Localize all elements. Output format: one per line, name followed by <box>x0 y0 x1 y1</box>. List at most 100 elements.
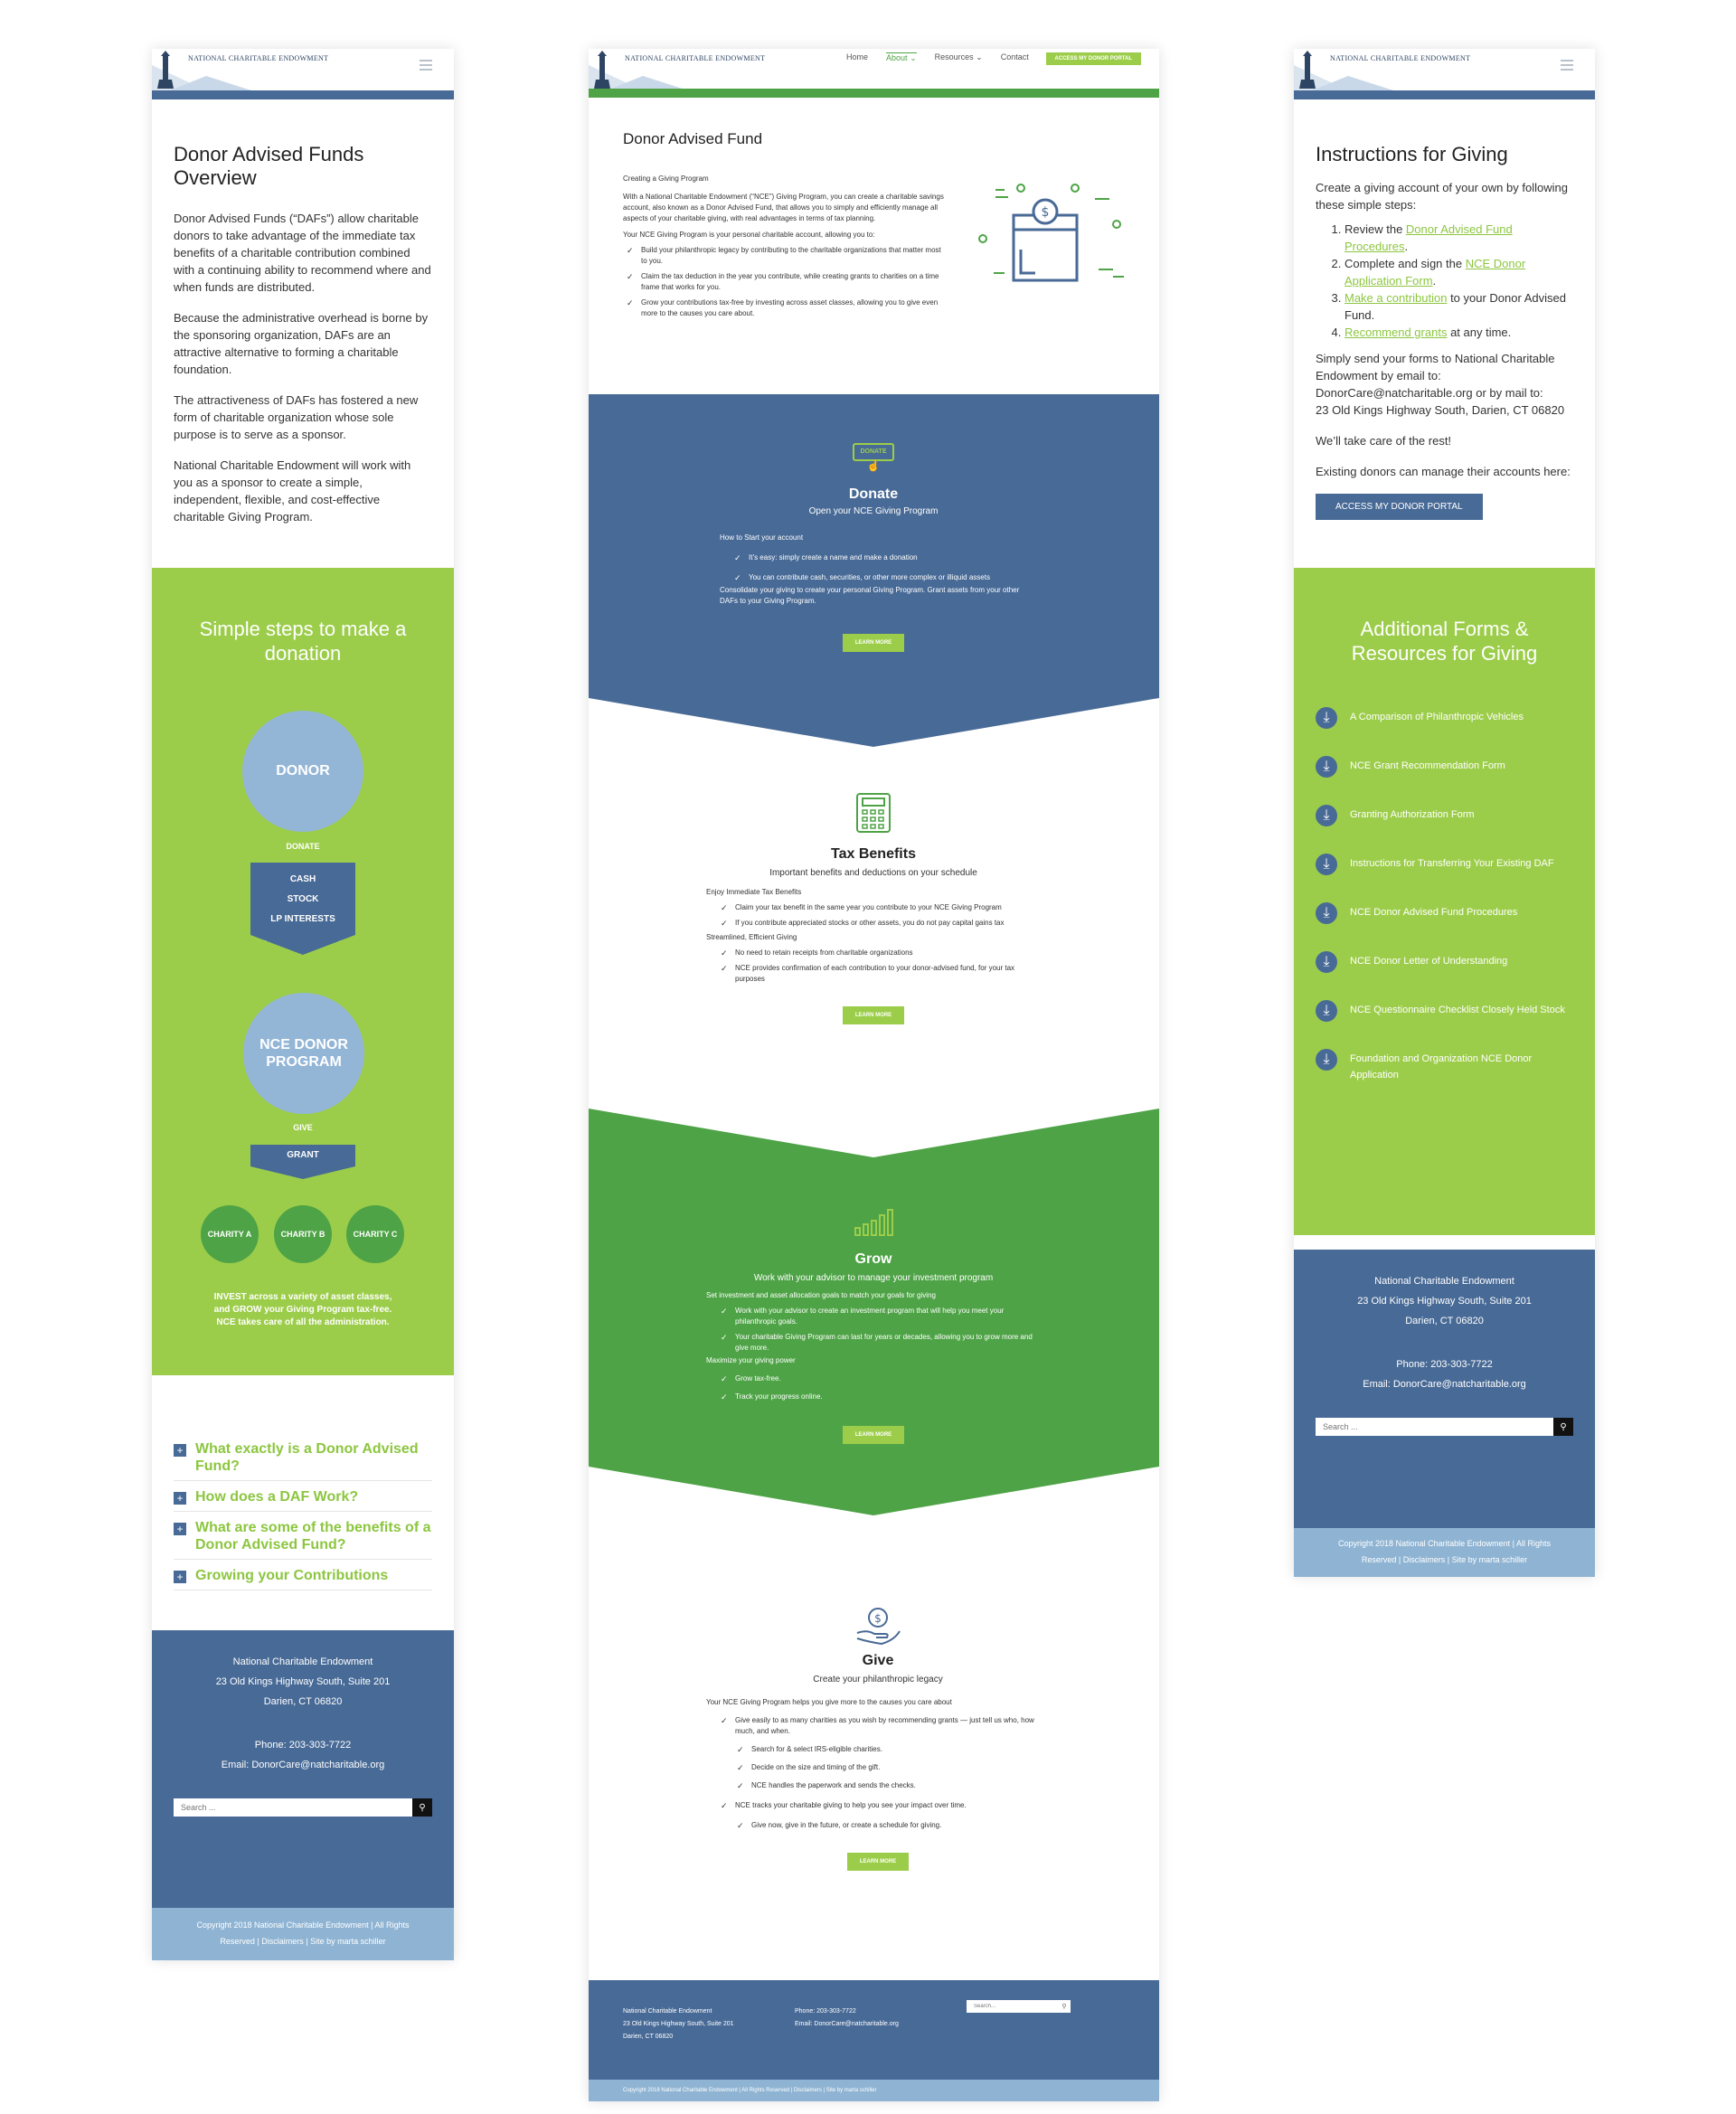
learn-more-button[interactable]: LEARN MORE <box>842 1426 905 1444</box>
donation-steps-section: Simple steps to make a donation DONOR DO… <box>152 568 454 1375</box>
list-heading: Maximize your giving power <box>706 1356 796 1364</box>
plus-icon[interactable]: + <box>174 1492 186 1505</box>
search-icon[interactable]: ⚲ <box>1058 2000 1071 2013</box>
learn-more-button[interactable]: LEARN MORE <box>842 634 905 652</box>
check-list-item: Give now, give in the future, or create … <box>733 1820 1050 1831</box>
footer-address: Darien, CT 06820 <box>263 1696 343 1707</box>
chevron-down-icon: ⌄ <box>910 53 917 62</box>
plus-icon[interactable]: + <box>174 1571 186 1583</box>
footer-address: 23 Old Kings Highway South, Suite 201 <box>215 1676 391 1687</box>
charity-circle: CHARITY C <box>346 1205 404 1263</box>
lighthouse-logo-icon[interactable] <box>589 49 751 90</box>
download-icon[interactable]: ⤓ <box>1316 1049 1337 1071</box>
step-text: at any time. <box>1447 326 1512 339</box>
download-icon[interactable]: ⤓ <box>1316 805 1337 826</box>
download-icon[interactable]: ⤓ <box>1316 902 1337 924</box>
nav-label[interactable]: About <box>886 53 908 62</box>
intro-paragraph: Because the administrative overhead is b… <box>174 311 429 376</box>
form-download-item[interactable]: ⤓ A Comparison of Philanthropic Vehicles <box>1316 707 1573 729</box>
form-download-item[interactable]: ⤓ Granting Authorization Form <box>1316 805 1573 826</box>
search-input[interactable] <box>967 2000 1058 2013</box>
form-link[interactable]: Granting Authorization Form <box>1350 809 1475 820</box>
lighthouse-logo-icon[interactable] <box>1294 49 1457 90</box>
search-icon[interactable]: ⚲ <box>1553 1418 1573 1436</box>
hamburger-menu-icon[interactable] <box>1561 60 1573 73</box>
check-list-item: Build your philanthropic legacy by contr… <box>623 245 948 267</box>
copyright-bar: Copyright 2018 National Charitable Endow… <box>1294 1528 1595 1577</box>
learn-more-button[interactable]: LEARN MORE <box>842 1006 905 1024</box>
download-icon[interactable]: ⤓ <box>1316 756 1337 778</box>
form-download-item[interactable]: ⤓ NCE Donor Letter of Understanding <box>1316 951 1573 973</box>
email-link[interactable]: DonorCare@natcharitable.org <box>1316 386 1473 400</box>
faq-item[interactable]: + How does a DAF Work? <box>174 1481 432 1512</box>
lighthouse-logo-icon[interactable] <box>152 49 315 90</box>
section-subtitle: Work with your advisor to manage your in… <box>753 1273 994 1283</box>
form-link[interactable]: NCE Donor Letter of Understanding <box>1350 956 1508 967</box>
section-title: Grow <box>854 1251 892 1267</box>
footer-email[interactable]: Email: DonorCare@natcharitable.org <box>1363 1379 1526 1390</box>
nav-item-resources[interactable]: Resources ⌄ <box>935 52 983 63</box>
nav-item-home[interactable]: Home <box>846 52 869 61</box>
form-download-item[interactable]: ⤓ NCE Questionnaire Checklist Closely Hel… <box>1316 1000 1573 1022</box>
download-icon[interactable]: ⤓ <box>1316 707 1337 729</box>
check-list-item: Search for & select IRS-eligible chariti… <box>733 1744 1050 1755</box>
form-link[interactable]: NCE Grant Recommendation Form <box>1350 760 1505 771</box>
nav-label[interactable]: Resources <box>934 52 974 61</box>
form-link[interactable]: A Comparison of Philanthropic Vehicles <box>1350 712 1524 722</box>
faq-accordion: + What exactly is a Donor Advised Fund? +… <box>152 1433 454 1590</box>
faq-question[interactable]: How does a DAF Work? <box>195 1489 359 1505</box>
pointer-hand-icon: ☝ <box>866 459 881 472</box>
search-input[interactable] <box>1316 1418 1553 1436</box>
list-heading: Streamlined, Efficient Giving <box>706 933 797 941</box>
faq-item[interactable]: + Growing your Contributions <box>174 1560 432 1590</box>
faq-question[interactable]: What exactly is a Donor Advised Fund? <box>195 1441 419 1474</box>
form-link[interactable]: NCE Donor Advised Fund Procedures <box>1350 907 1518 918</box>
form-link[interactable]: NCE Questionnaire Checklist Closely Held… <box>1350 1005 1565 1015</box>
hamburger-menu-icon[interactable] <box>420 60 432 73</box>
step-item: Complete and sign the NCE Donor Applicat… <box>1344 255 1573 289</box>
form-link[interactable]: Foundation and Organization NCE Donor Ap… <box>1350 1053 1533 1081</box>
faq-item[interactable]: + What exactly is a Donor Advised Fund? <box>174 1433 432 1481</box>
form-download-item[interactable]: ⤓ Instructions for Transferring Your Exis… <box>1316 854 1573 875</box>
donor-portal-button[interactable]: ACCESS MY DONOR PORTAL <box>1316 494 1483 520</box>
asset-item: LP INTERESTS <box>270 914 335 924</box>
faq-question[interactable]: What are some of the benefits of a Donor… <box>195 1520 431 1552</box>
nav-item-about[interactable]: About ⌄ <box>886 52 917 63</box>
donate-section-bg <box>589 394 1159 747</box>
download-icon[interactable]: ⤓ <box>1316 1000 1337 1022</box>
site-footer: National Charitable Endowment 23 Old Kin… <box>589 1980 1159 2080</box>
form-download-item[interactable]: ⤓ NCE Grant Recommendation Form <box>1316 756 1573 778</box>
download-icon[interactable]: ⤓ <box>1316 854 1337 875</box>
header-stripe <box>152 90 454 99</box>
check-list-item: It’s easy: simply create a name and make… <box>731 552 1027 563</box>
rest-text: We’ll take care of the rest! <box>1316 434 1452 448</box>
form-download-item[interactable]: ⤓ Foundation and Organization NCE Donor A… <box>1316 1049 1573 1083</box>
form-download-item[interactable]: ⤓ NCE Donor Advised Fund Procedures <box>1316 902 1573 924</box>
footer-email[interactable]: Email: DonorCare@natcharitable.org <box>221 1760 385 1770</box>
procedures-link[interactable]: Donor Advised Fund Procedures <box>1344 222 1513 253</box>
asset-item: CASH <box>289 874 316 884</box>
intro-heading: Creating a Giving Program <box>623 175 709 183</box>
faq-item[interactable]: + What are some of the benefits of a Dono… <box>174 1512 432 1560</box>
application-form-link[interactable]: NCE Donor Application Form <box>1344 257 1526 288</box>
plus-icon[interactable]: + <box>174 1523 186 1535</box>
form-link[interactable]: Instructions for Transferring Your Exist… <box>1350 858 1554 869</box>
search-input[interactable] <box>174 1798 412 1817</box>
plus-icon[interactable]: + <box>174 1444 186 1457</box>
contribution-link[interactable]: Make a contribution <box>1344 291 1448 305</box>
footer-email[interactable]: Email: DonorCare@natcharitable.org <box>795 2021 899 2027</box>
learn-more-button[interactable]: LEARN MORE <box>846 1853 910 1871</box>
download-icon[interactable]: ⤓ <box>1316 951 1337 973</box>
step-text: . <box>1432 274 1437 288</box>
footer-phone: Phone: 203-303-7722 <box>1396 1359 1493 1370</box>
faq-question[interactable]: Growing your Contributions <box>195 1568 389 1583</box>
copyright-text: Reserved | Disclaimers | Site by marta s… <box>1361 1555 1528 1564</box>
recommend-grants-link[interactable]: Recommend grants <box>1344 326 1448 339</box>
search-icon[interactable]: ⚲ <box>412 1798 432 1817</box>
steps-list: Review the Donor Advised Fund Procedures… <box>1316 221 1573 341</box>
nav-item-contact[interactable]: Contact <box>1000 52 1029 61</box>
mobile-instructions-page: National Charitable Endowment Instructio… <box>1294 49 1595 1577</box>
donor-portal-button[interactable]: ACCESS MY DONOR PORTAL <box>1045 52 1141 65</box>
step-text: . <box>1404 240 1409 253</box>
assets-arrow-icon <box>250 935 355 955</box>
